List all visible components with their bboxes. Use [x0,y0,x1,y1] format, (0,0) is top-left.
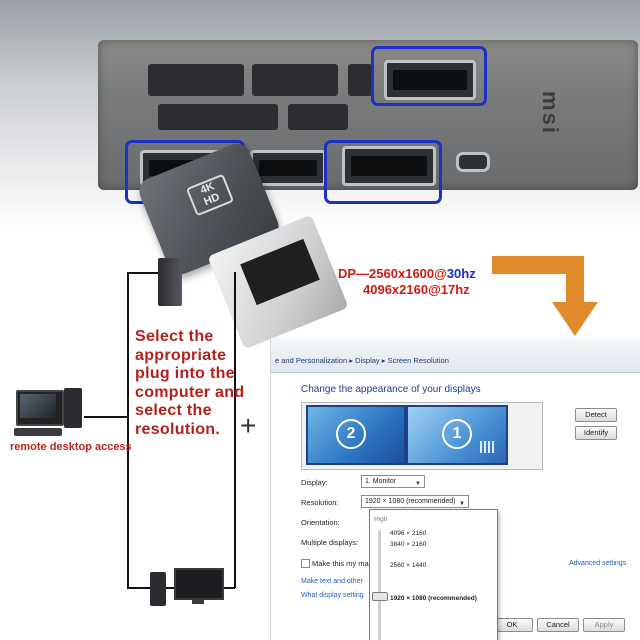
page-title: Change the appearance of your displays [301,384,481,395]
vent-slot [288,104,348,130]
usb-c-port [456,152,490,172]
displayport-port-bottom [342,146,436,186]
resolution-option-selected[interactable]: 1920 × 1080 (recommended) [390,595,477,602]
resolution-option[interactable]: 4096 × 2160 [390,530,427,537]
vent-slot [158,104,278,130]
io-bracket: msi [98,40,638,190]
chevron-down-icon: ▼ [415,481,421,487]
multiple-displays-label: Multiple displays: [301,538,359,547]
keypad-icon [480,441,494,453]
arrow-vertical [566,256,584,304]
dp-refresh-rate: 30hz [446,266,476,281]
chevron-down-icon: ▼ [459,501,465,507]
graphics-card-photo: msi [0,0,640,230]
resolution-dropdown: High 4096 × 2160 3840 × 2160 2560 × 1440… [369,509,498,640]
arrow-head-icon [552,302,598,336]
vent-slot [348,64,372,96]
resolution-slider-track[interactable] [378,530,381,640]
monitor-2[interactable]: 2 [306,405,406,465]
resolution-option[interactable]: 3840 × 2160 [390,541,427,548]
vent-slot [252,64,338,96]
make-main-label: Make this my ma [312,559,369,568]
wire-remote [84,416,128,418]
wire-right [234,272,236,588]
wire-top [127,272,165,274]
resolution-select-value: 1920 × 1080 (recommended) [365,498,456,505]
screen-resolution-window: e and Personalization ▸ Display ▸ Screen… [270,338,640,640]
display-settings-link[interactable]: What display setting [301,592,364,599]
monitor-preview: 2 1 [301,402,543,470]
resolution-option[interactable]: 2560 × 1440 [390,562,427,569]
remote-computer-icon [14,388,84,440]
identify-button[interactable]: Identify [575,426,617,440]
display-select[interactable]: 1. Monitor ▼ [361,475,425,488]
dp-resolution-line-2: 4096x2160@17hz [363,282,470,297]
wire-left [127,272,129,588]
display-label: Display: [301,478,328,487]
dp-resolution-line-1: DP—2560x1600@30hz [338,266,476,281]
apply-button[interactable]: Apply [583,618,625,632]
cancel-button[interactable]: Cancel [537,618,579,632]
monitor-1-number: 1 [442,419,472,449]
text-size-link[interactable]: Make text and other [301,578,363,585]
resolution-select[interactable]: 1920 × 1080 (recommended)▼ [361,495,469,508]
plus-sign: + [240,410,257,441]
monitor-2-number: 2 [336,419,366,449]
displayport-port-top [384,60,476,100]
arrow-horizontal [492,256,582,274]
dp-resolution-prefix: DP—2560x1600@ [338,266,447,281]
resolution-slider-thumb[interactable] [372,592,388,601]
highlight-box-bottom-dp [324,140,442,204]
instructions-text: Select the appropriate plug into the com… [135,328,245,438]
remote-desktop-label: remote desktop access [10,441,132,453]
make-main-checkbox[interactable] [301,559,310,568]
pc-tower-icon [158,258,182,306]
highlight-box-top-dp [371,46,487,106]
vent-slot [148,64,244,96]
brand-logo: msi [537,91,563,135]
display-select-value: 1. Monitor [365,478,397,485]
monitor-1[interactable]: 1 [406,405,508,465]
address-bar: e and Personalization ▸ Display ▸ Screen… [271,338,640,373]
high-label: High [374,516,388,523]
detect-button[interactable]: Detect [575,408,617,422]
local-computer-icon [150,568,226,606]
advanced-settings-link[interactable]: Advanced settings [569,560,627,567]
breadcrumb[interactable]: e and Personalization ▸ Display ▸ Screen… [275,356,449,365]
orientation-label: Orientation: [301,518,340,527]
resolution-label: Resolution: [301,498,339,507]
